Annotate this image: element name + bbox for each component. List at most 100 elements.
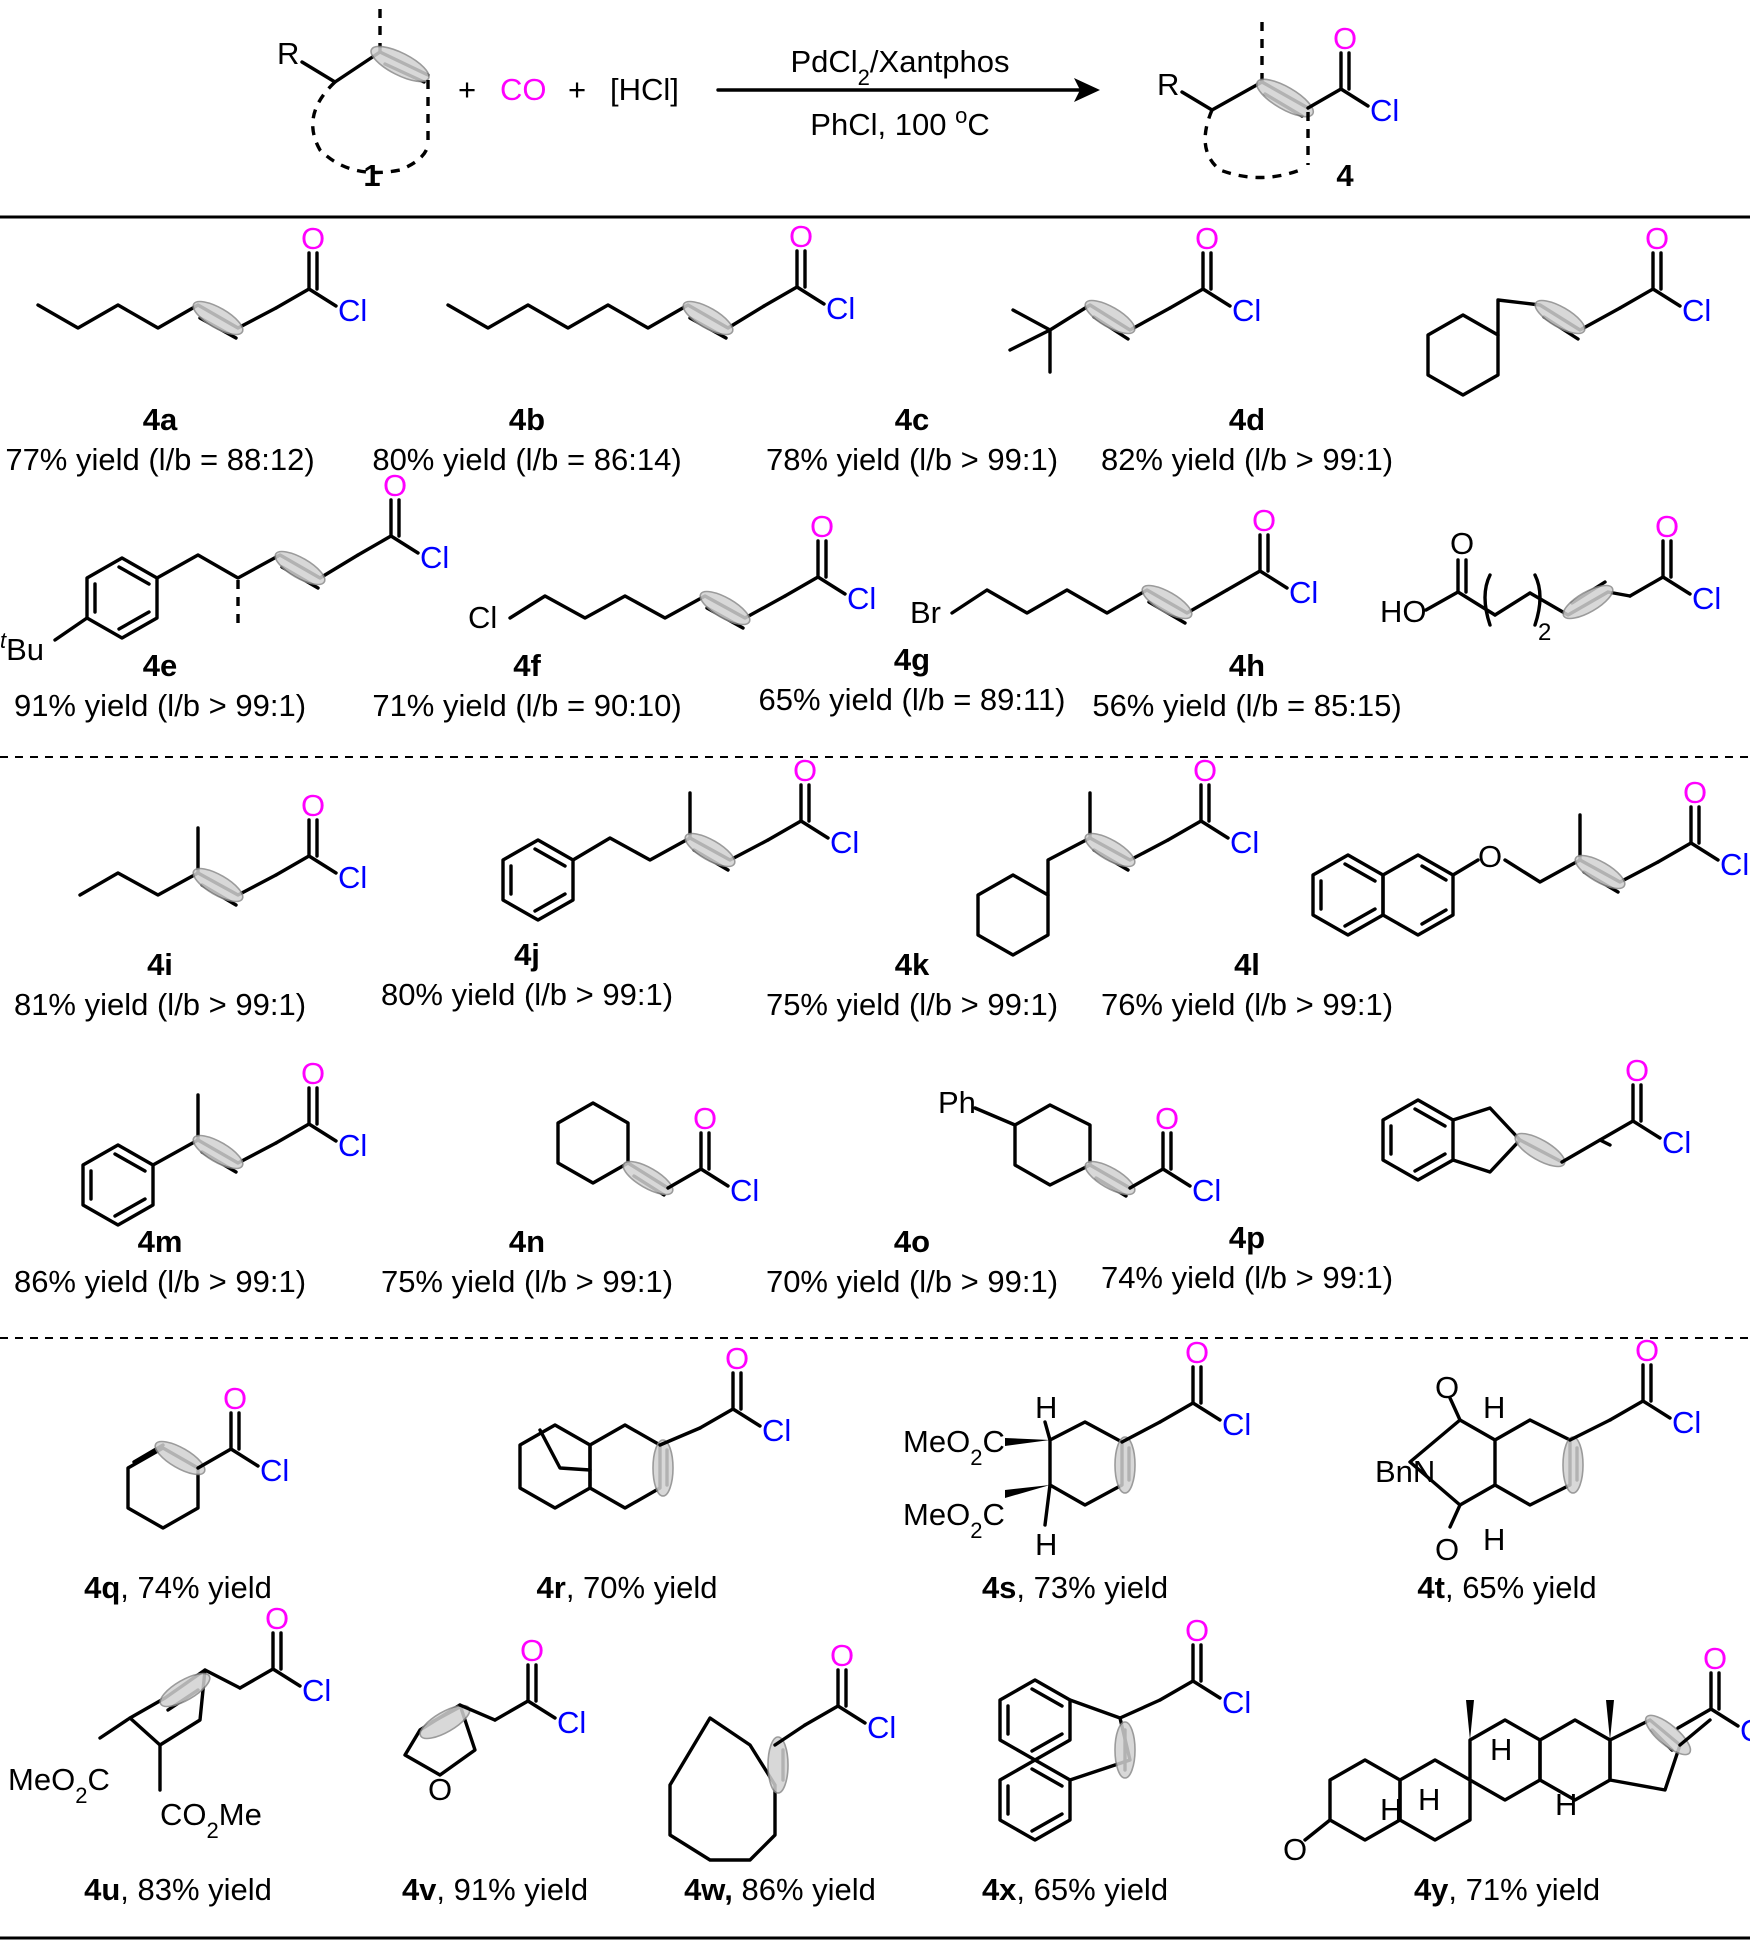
svg-text:MeO2C: MeO2C <box>903 1424 1005 1470</box>
svg-text:HO: HO <box>1380 594 1427 629</box>
structure-4r <box>518 1339 793 1510</box>
svg-text:H: H <box>1418 1782 1440 1817</box>
structure-4u: MeO2C CO2Me <box>8 1599 333 1843</box>
product-caption-4u: 4u, 83% yield <box>84 1872 272 1907</box>
svg-text:O: O <box>1450 526 1474 561</box>
svg-text:O: O <box>1435 1370 1459 1405</box>
compound-label-4b: 4b <box>509 402 545 437</box>
product-4-structure: R 4 <box>1157 19 1401 193</box>
structure-4v: O <box>403 1631 588 1807</box>
structure-4e: tBu <box>0 466 451 668</box>
svg-text:O: O <box>1478 839 1502 874</box>
svg-text:H: H <box>1035 1390 1057 1425</box>
structure-4o: Ph <box>938 1085 1223 1210</box>
substrate-label: 1 <box>363 158 380 193</box>
yield-label-4d: 82% yield (l/b > 99:1) <box>1101 442 1393 477</box>
svg-text:Ph: Ph <box>938 1085 976 1120</box>
structure-4p <box>1381 1051 1693 1182</box>
yield-label-4b: 80% yield (l/b = 86:14) <box>372 442 681 477</box>
product-label: 4 <box>1336 158 1354 193</box>
structure-4g: Br <box>910 501 1320 630</box>
yield-label-4h: 56% yield (l/b = 85:15) <box>1092 688 1401 723</box>
svg-text:MeO2C: MeO2C <box>903 1497 1005 1543</box>
compound-label-4j: 4j <box>514 937 540 972</box>
product-caption-4x: 4x, 65% yield <box>982 1872 1168 1907</box>
compound-label-4m: 4m <box>138 1224 183 1259</box>
structure-4d <box>1426 219 1713 397</box>
product-caption-4w: 4w, 86% yield <box>684 1872 876 1907</box>
structure-4x <box>998 1611 1253 1842</box>
yield-label-4k: 75% yield (l/b > 99:1) <box>766 987 1058 1022</box>
compound-label-4e: 4e <box>143 648 177 683</box>
compound-label-4o: 4o <box>894 1224 930 1259</box>
yield-label-4c: 78% yield (l/b > 99:1) <box>766 442 1058 477</box>
structure-4t: O O BnN H H <box>1375 1331 1703 1567</box>
yield-label-4p: 74% yield (l/b > 99:1) <box>1101 1260 1393 1295</box>
yield-label-4f: 71% yield (l/b = 90:10) <box>372 688 681 723</box>
svg-text:2: 2 <box>1538 619 1551 646</box>
arrow-head-icon <box>1074 78 1100 102</box>
compound-label-4c: 4c <box>895 402 929 437</box>
structure-4q <box>126 1379 291 1530</box>
hcl-reagent: [HCl] <box>610 72 679 107</box>
svg-text:tBu: tBu <box>0 628 44 668</box>
yield-label-4i: 81% yield (l/b > 99:1) <box>14 987 306 1022</box>
yield-label-4l: 76% yield (l/b > 99:1) <box>1101 987 1393 1022</box>
product-caption-4q: 4q, 74% yield <box>84 1570 272 1605</box>
structure-4h: HO O 2 <box>1380 507 1723 646</box>
substrate-1-structure: R 1 <box>277 2 430 193</box>
svg-text:H: H <box>1555 1787 1577 1822</box>
structure-4y: O H H H H <box>1283 1639 1750 1867</box>
structure-4w <box>668 1636 898 1862</box>
compound-label-4g: 4g <box>894 642 930 677</box>
compound-label-4n: 4n <box>509 1224 545 1259</box>
structure-4s: H MeO2C H MeO2C <box>903 1333 1253 1562</box>
svg-text:Br: Br <box>910 595 941 630</box>
structure-4i <box>78 786 369 907</box>
compound-label-4l: 4l <box>1234 947 1260 982</box>
svg-text:H: H <box>1490 1732 1512 1767</box>
structure-4f: Cl <box>468 507 878 635</box>
compound-label-4a: 4a <box>143 402 178 437</box>
svg-text:O: O <box>1283 1832 1307 1867</box>
structure-4b <box>446 217 857 340</box>
compound-label-4p: 4p <box>1229 1220 1265 1255</box>
product-caption-4y: 4y, 71% yield <box>1414 1872 1600 1907</box>
catalyst-label: PdCl2/Xantphos <box>790 44 1009 90</box>
co-reagent: CO <box>500 72 547 107</box>
plus-sign: + <box>458 72 476 107</box>
product-caption-4v: 4v, 91% yield <box>402 1872 588 1907</box>
structure-4k <box>976 751 1261 957</box>
svg-text:H: H <box>1483 1522 1505 1557</box>
compound-label-4f: 4f <box>513 648 541 683</box>
compound-label-4i: 4i <box>147 947 173 982</box>
yield-label-4m: 86% yield (l/b > 99:1) <box>14 1264 306 1299</box>
svg-text:MeO2C: MeO2C <box>8 1762 110 1808</box>
conditions-label: PhCl, 100 oC <box>810 103 989 143</box>
structure-4l: O <box>1311 773 1750 937</box>
compound-label-4k: 4k <box>895 947 930 982</box>
svg-text:BnN: BnN <box>1375 1454 1435 1489</box>
product-caption-4r: 4r, 70% yield <box>537 1570 718 1605</box>
svg-text:O: O <box>1435 1532 1459 1567</box>
structure-4j <box>501 751 861 922</box>
structure-4c <box>1008 219 1263 374</box>
yield-label-4e: 91% yield (l/b > 99:1) <box>14 688 306 723</box>
svg-text:H: H <box>1483 1390 1505 1425</box>
product-caption-4s: 4s, 73% yield <box>982 1570 1168 1605</box>
compound-label-4d: 4d <box>1229 402 1265 437</box>
yield-label-4a: 77% yield (l/b = 88:12) <box>5 442 314 477</box>
svg-text:H: H <box>1035 1527 1057 1562</box>
structure-4m <box>81 1054 369 1227</box>
reaction-header: R 1 + CO + [HCl] PdCl2/Xantphos PhCl, 10… <box>277 2 1401 193</box>
svg-text:Cl: Cl <box>468 600 497 635</box>
svg-text:O: O <box>428 1772 452 1807</box>
yield-label-4j: 80% yield (l/b > 99:1) <box>381 977 673 1012</box>
structure-4a <box>36 219 369 340</box>
plus-sign-2: + <box>568 72 586 107</box>
svg-text:R: R <box>1157 67 1179 102</box>
product-caption-4t: 4t, 65% yield <box>1417 1570 1596 1605</box>
substituent-r: R <box>277 36 299 71</box>
svg-text:CO2Me: CO2Me <box>160 1797 262 1843</box>
